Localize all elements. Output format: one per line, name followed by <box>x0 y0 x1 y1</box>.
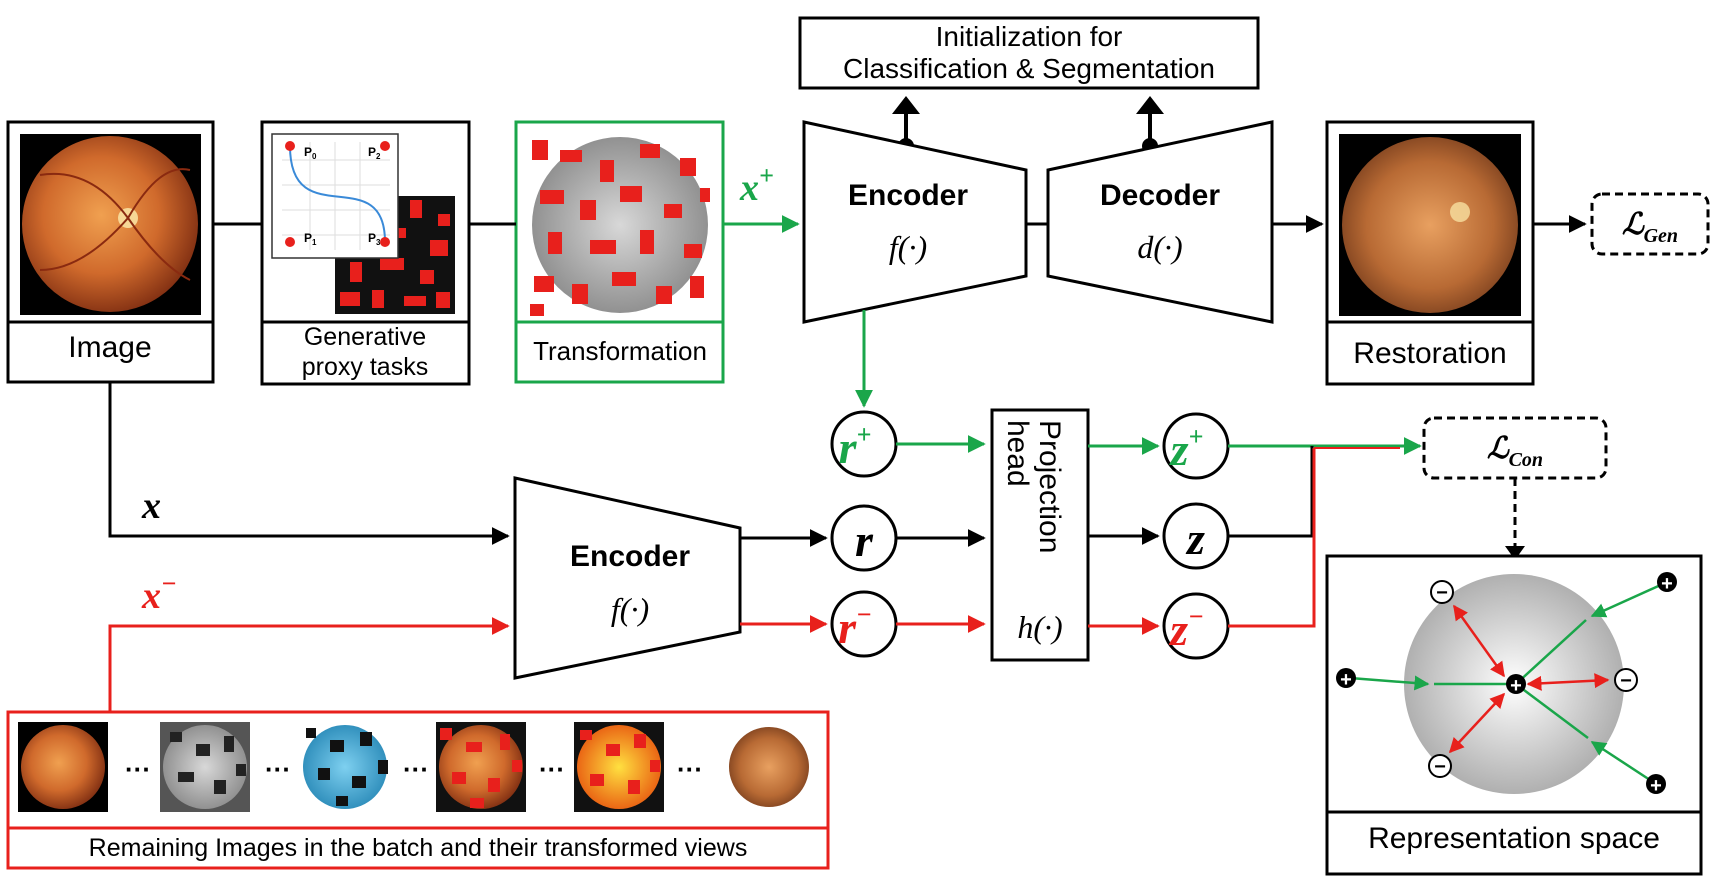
svg-text:r−: r− <box>838 600 872 653</box>
proxy-caption-line1: Generative <box>304 323 426 351</box>
x-label: x <box>141 485 161 527</box>
retina-image <box>22 136 198 312</box>
positive-marker-left: + <box>1336 668 1356 691</box>
bezier-point-p2: P2 <box>368 145 381 161</box>
svg-text:r+: r+ <box>839 420 872 473</box>
transformation-panel: Transformation <box>514 120 725 384</box>
encoder-top-title: Encoder <box>848 179 968 212</box>
svg-text:−: − <box>1436 582 1448 604</box>
svg-text:z: z <box>1185 513 1205 564</box>
init-line2: Classification & Segmentation <box>843 53 1215 84</box>
anchor-plus-marker: + <box>1506 674 1526 697</box>
positive-marker-bottom-right: + <box>1646 774 1666 797</box>
loss-gen-box: ℒGen <box>1590 192 1710 256</box>
negative-marker-top: − <box>1430 580 1454 604</box>
encoder-bottom-func: f(·) <box>611 591 649 627</box>
svg-text:+: + <box>1650 775 1662 797</box>
svg-text:+: + <box>1510 675 1522 697</box>
transformation-caption: Transformation <box>533 336 707 366</box>
loss-con-box: ℒCon <box>1422 416 1608 480</box>
projection-head: Projection head h(·) <box>990 408 1090 662</box>
z-minus-node: z− <box>1162 592 1230 660</box>
positive-marker-top-right: + <box>1657 572 1677 595</box>
projection-title-line2: head <box>1001 420 1034 487</box>
transformed-retina <box>532 137 708 313</box>
flow-arrows <box>108 382 1525 712</box>
svg-text:z+: z+ <box>1169 422 1204 475</box>
encoder-top: Encoder f(·) <box>802 120 1028 324</box>
r-node: r <box>830 504 898 572</box>
encoder-bottom: Encoder f(·) <box>513 476 742 680</box>
proxy-caption-line2: proxy tasks <box>302 353 428 381</box>
loss-gen-label: ℒGen <box>1622 208 1678 247</box>
bezier-curve <box>289 145 386 243</box>
decoder-title: Decoder <box>1100 179 1220 212</box>
encoder-top-func: f(·) <box>889 229 927 265</box>
svg-text:−: − <box>1620 670 1632 692</box>
init-line1: Initialization for <box>936 21 1123 52</box>
x-minus-label: x− <box>141 569 177 617</box>
representation-caption: Representation space <box>1368 822 1660 855</box>
ellipsis-5: ··· <box>677 754 703 784</box>
batch-thumb-6 <box>729 727 809 807</box>
decoder: Decoder d(·) <box>1046 120 1274 324</box>
bezier-point-p0: P0 <box>304 145 317 161</box>
encoder-bottom-title: Encoder <box>570 540 690 573</box>
restoration-panel: Restoration <box>1325 120 1535 386</box>
z-node: z <box>1162 502 1230 570</box>
projection-title-line1: Projection <box>1033 420 1066 553</box>
ellipsis-2: ··· <box>265 754 291 784</box>
batch-thumb-1 <box>21 725 105 809</box>
z-plus-node: z+ <box>1162 412 1230 480</box>
ellipsis-4: ··· <box>539 754 565 784</box>
ellipsis-1: ··· <box>125 754 151 784</box>
negative-marker-right: − <box>1614 668 1638 692</box>
batch-panel: ··· ··· ··· ··· ··· Remaining Images in … <box>6 710 830 870</box>
image-caption: Image <box>68 331 151 364</box>
ellipsis-3: ··· <box>403 754 429 784</box>
x-plus-label: x+ <box>739 161 774 209</box>
bezier-point-p3: P3 <box>368 231 381 247</box>
proxy-tasks-panel: P0 P2 P1 P3 Generative proxy tasks <box>260 120 471 386</box>
r-plus-node: r+ <box>830 410 898 478</box>
svg-text:z−: z− <box>1168 602 1204 655</box>
svg-text:r: r <box>855 515 874 566</box>
restored-retina <box>1342 137 1518 313</box>
svg-text:+: + <box>1340 669 1352 691</box>
bezier-point-p1: P1 <box>304 231 317 247</box>
representation-space-panel: + + + + − − − Representation space <box>1325 554 1703 876</box>
svg-text:+: + <box>1661 573 1673 595</box>
decoder-func: d(·) <box>1137 229 1182 265</box>
initialization-box: Initialization for Classification & Segm… <box>798 16 1260 90</box>
r-minus-node: r− <box>830 590 898 658</box>
loss-con-label: ℒCon <box>1487 432 1543 471</box>
svg-text:−: − <box>1434 756 1446 778</box>
init-connectors <box>892 96 1164 154</box>
restoration-caption: Restoration <box>1353 337 1506 370</box>
batch-caption: Remaining Images in the batch and their … <box>89 834 748 862</box>
projection-func: h(·) <box>1017 609 1062 645</box>
image-panel: Image <box>6 120 215 384</box>
negative-marker-bottom: − <box>1428 754 1452 778</box>
